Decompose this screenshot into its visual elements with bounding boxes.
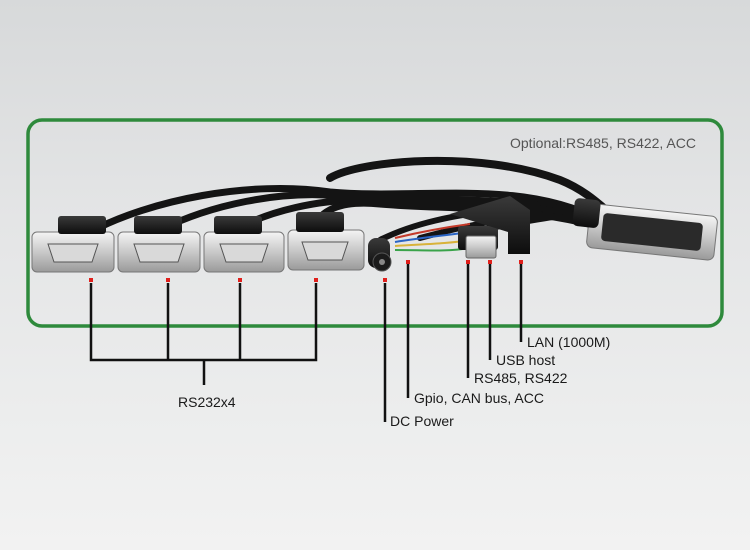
db9-connector-4 — [287, 212, 365, 271]
db9-connector-1 — [31, 216, 115, 273]
usb-plug — [458, 226, 498, 259]
marker-rs232-3 — [238, 278, 242, 282]
label-usb-host: USB host — [496, 352, 556, 368]
marker-usb — [488, 260, 492, 264]
db44-connector — [572, 198, 718, 261]
label-gpio: Gpio, CAN bus, ACC — [414, 390, 544, 406]
label-lan: LAN (1000M) — [527, 334, 611, 350]
marker-gpio — [406, 260, 410, 264]
port-markers — [89, 260, 523, 282]
enclosure-frame — [26, 118, 724, 328]
marker-rs232-4 — [314, 278, 318, 282]
optional-note: Optional:RS485, RS422, ACC — [510, 135, 696, 151]
dc-power-plug — [368, 238, 392, 272]
lan-connector — [450, 196, 530, 254]
marker-rs232-1 — [89, 278, 93, 282]
leader-lines — [89, 264, 523, 422]
marker-lan — [519, 260, 523, 264]
marker-rs485 — [466, 260, 470, 264]
db9-connector-3 — [203, 216, 285, 273]
label-dc-power: DC Power — [390, 413, 454, 429]
db9-connector-2 — [117, 216, 201, 273]
marker-dc — [383, 278, 387, 282]
label-rs485: RS485, RS422 — [474, 370, 568, 386]
marker-rs232-2 — [166, 278, 170, 282]
label-rs232: RS232x4 — [178, 394, 236, 410]
cable-bundle — [86, 156, 616, 243]
